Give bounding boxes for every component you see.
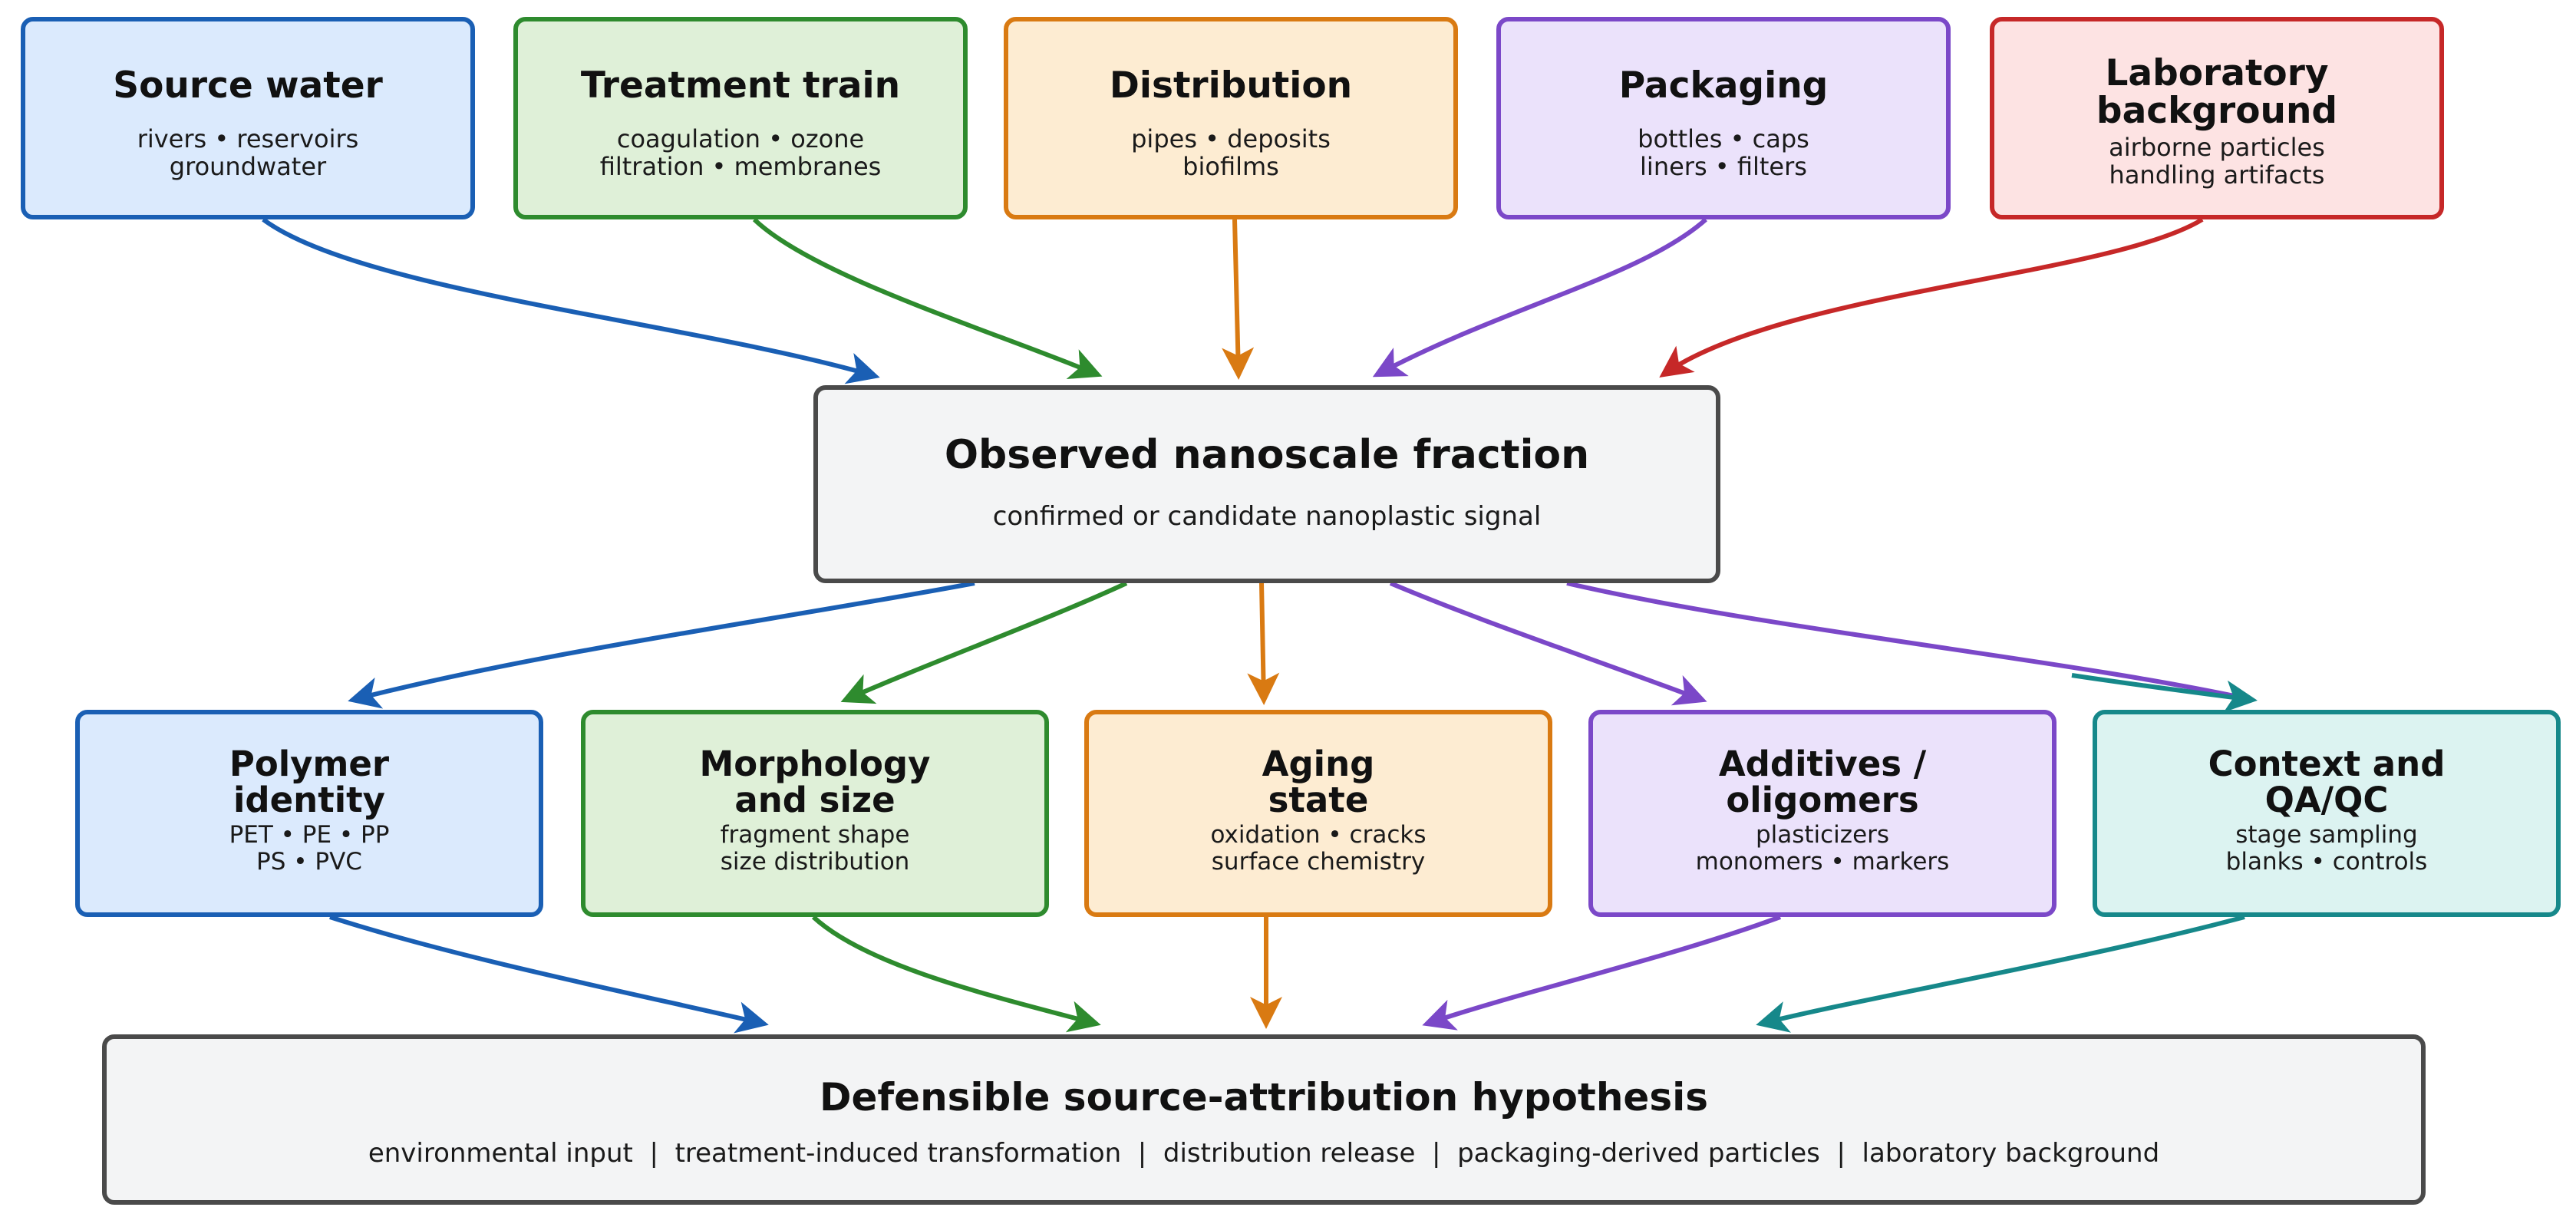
treatment-train-detail-line: filtration • membranes (599, 152, 882, 182)
additives-oligomers-detail: plasticizers monomers • markers (1695, 820, 1950, 876)
observed-fraction-subtitle: confirmed or candidate nanoplastic signa… (992, 501, 1542, 533)
polymer-identity-detail: PET • PE • PP PS • PVC (229, 820, 390, 876)
hypothesis-title: Defensible source-attribution hypothesis (819, 1075, 1708, 1120)
morphology-size-title-line: Morphology (699, 744, 931, 784)
treatment-train-title: Treatment train (580, 64, 901, 107)
morphology-size-title: Morphology and size (699, 744, 931, 820)
packaging-title: Packaging (1618, 64, 1829, 107)
packaging-detail: bottles • caps liners • filters (1638, 125, 1809, 180)
morphology-size-title-line: and size (734, 779, 895, 820)
morphology-size-detail: fragment shape size distribution (720, 820, 910, 876)
additives-oligomers-title-line: Additives / (1718, 744, 1927, 784)
aging-state-detail: oxidation • cracks surface chemistry (1210, 820, 1427, 876)
arrow-polymer-to-hypothesis (329, 915, 769, 1034)
observed-fraction-box: Observed nanoscale fraction confirmed or… (813, 385, 1720, 583)
additives-oligomers-title: Additives / oligomers (1718, 744, 1927, 820)
morphology-size-detail-line: size distribution (720, 847, 910, 876)
aging-state-title-line: state (1268, 779, 1369, 820)
arrow-center-to-context (1566, 581, 2253, 702)
distribution-detail-line: pipes • deposits (1131, 124, 1331, 153)
laboratory-background-detail-line: handling artifacts (2109, 160, 2325, 190)
aging-state-detail-line: oxidation • cracks (1210, 820, 1427, 849)
laboratory-background-box: Laboratory background airborne particles… (1990, 17, 2444, 219)
arrow-context-to-hypothesis (1756, 915, 2245, 1033)
context-qaqc-detail-line: stage sampling (2235, 820, 2418, 849)
treatment-train-box: Treatment train coagulation • ozone filt… (513, 17, 968, 219)
treatment-train-detail-line: coagulation • ozone (616, 124, 865, 153)
source-water-detail-line: groundwater (169, 152, 327, 182)
arrow-source-water-to-center (262, 217, 880, 384)
context-qaqc-title: Context and QA/QC (2208, 744, 2446, 820)
hypothesis-categories: environmental input | treatment-induced … (368, 1138, 2160, 1169)
arrow-center-to-additives (1389, 581, 1707, 706)
context-qaqc-detail: stage sampling blanks • controls (2225, 820, 2428, 876)
context-qaqc-detail-line: blanks • controls (2225, 847, 2428, 876)
aging-state-detail-line: surface chemistry (1211, 847, 1426, 876)
source-water-detail-line: rivers • reservoirs (137, 124, 359, 153)
arrow-morphology-to-hypothesis (811, 915, 1101, 1033)
morphology-size-box: Morphology and size fragment shape size … (581, 710, 1049, 917)
additives-oligomers-detail-line: monomers • markers (1695, 847, 1950, 876)
aging-state-box: Aging state oxidation • cracks surface c… (1084, 710, 1552, 917)
source-water-detail: rivers • reservoirs groundwater (137, 125, 359, 180)
context-qaqc-title-line: Context and (2208, 744, 2446, 784)
context-qaqc-title-line: QA/QC (2264, 779, 2389, 820)
polymer-identity-title: Polymer identity (229, 744, 390, 820)
packaging-detail-line: liners • filters (1640, 152, 1807, 182)
arrow-packaging-to-center (1372, 217, 1707, 378)
distribution-title: Distribution (1109, 64, 1353, 107)
aging-state-title-line: Aging (1262, 744, 1375, 784)
observed-fraction-title: Observed nanoscale fraction (944, 432, 1590, 478)
additives-oligomers-box: Additives / oligomers plasticizers monom… (1588, 710, 2057, 917)
polymer-identity-title-line: identity (233, 779, 385, 820)
distribution-detail: pipes • deposits biofilms (1131, 125, 1331, 180)
laboratory-background-title-line: background (2096, 89, 2338, 132)
source-water-title: Source water (113, 64, 383, 107)
arrow-laboratory-to-center (1659, 217, 2204, 378)
laboratory-background-detail-line: airborne particles (2109, 132, 2325, 162)
polymer-identity-detail-line: PET • PE • PP (229, 820, 390, 849)
polymer-identity-box: Polymer identity PET • PE • PP PS • PVC (75, 710, 543, 917)
laboratory-background-title: Laboratory background (2096, 52, 2338, 132)
treatment-train-detail: coagulation • ozone filtration • membran… (600, 125, 882, 180)
hypothesis-box: Defensible source-attribution hypothesis… (102, 1034, 2426, 1205)
arrow-treatment-to-center (752, 217, 1103, 380)
distribution-detail-line: biofilms (1182, 152, 1279, 182)
packaging-box: Packaging bottles • caps liners • filter… (1496, 17, 1951, 219)
polymer-identity-title-line: Polymer (229, 744, 390, 784)
polymer-identity-detail-line: PS • PVC (256, 847, 362, 876)
arrow-center-to-aging (1247, 582, 1280, 705)
arrow-additives-to-hypothesis (1422, 915, 1782, 1031)
laboratory-background-title-line: Laboratory (2105, 52, 2329, 94)
additives-oligomers-detail-line: plasticizers (1755, 820, 1890, 849)
context-qaqc-box: Context and QA/QC stage sampling blanks … (2093, 710, 2561, 917)
laboratory-background-detail: airborne particles handling artifacts (2109, 134, 2325, 189)
aging-state-title: Aging state (1262, 744, 1375, 820)
additives-oligomers-title-line: oligomers (1726, 779, 1919, 820)
packaging-detail-line: bottles • caps (1638, 124, 1809, 153)
distribution-box: Distribution pipes • deposits biofilms (1004, 17, 1458, 219)
morphology-size-detail-line: fragment shape (720, 820, 910, 849)
arrow-center-to-polymer (348, 581, 975, 709)
source-water-box: Source water rivers • reservoirs groundw… (21, 17, 475, 219)
arrow-center-to-context-head (2071, 673, 2258, 713)
arrow-distribution-to-center (1222, 219, 1255, 380)
arrow-center-to-morphology (840, 581, 1128, 704)
